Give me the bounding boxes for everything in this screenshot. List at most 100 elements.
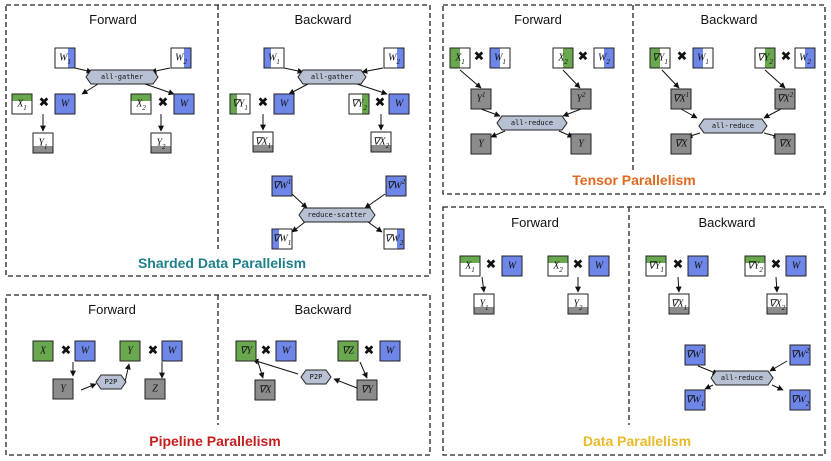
tensor-bwd-w1-box-label: W1 <box>697 53 709 67</box>
pipeline-bwd-dy-box-label: ∇Y <box>240 346 254 357</box>
data-fwd-y2-box: Y2 <box>567 293 589 315</box>
data-forward-header: Forward <box>511 215 559 230</box>
sharded-bwd-dw1-box: ∇W1 <box>271 228 293 250</box>
sharded-bwd-w-right-box: W <box>388 93 410 115</box>
data-title: Data Parallelism <box>583 433 691 449</box>
data-bwd-all-reduce-label: all-reduce <box>721 374 763 382</box>
sharded-bwd-dw2-sup-box: ∇W2 <box>385 175 407 197</box>
pipeline-bwd-p2p-label: P2P <box>310 373 323 381</box>
sharded-fwd-x2-box: X2 <box>130 93 152 115</box>
pipeline-bwd-w-box-label: W <box>282 346 292 357</box>
tensor-bwd-dy1-box: ∇Y1 <box>649 47 671 69</box>
sharded-bwd-w1-box: W1 <box>263 47 285 69</box>
data-fwd-y2-box-label: Y2 <box>573 299 583 313</box>
data-bwd-dy1-box-label: ∇Y1 <box>648 261 664 275</box>
pipeline-panel <box>5 294 431 456</box>
data-bwd-dw1-sup-box-label: ∇W1 <box>686 347 705 361</box>
data-bwd-dy2-box: ∇Y2 <box>744 255 766 277</box>
sharded-fwd-w-right-box: W <box>173 93 195 115</box>
sharded-bwd-dy2-box-label: ∇Y2 <box>351 99 367 113</box>
pipeline-bwd-dy2-box-label: ∇Y <box>361 385 375 396</box>
data-panel <box>442 206 826 456</box>
data-fwd-x1-box: X1 <box>459 255 481 277</box>
pipeline-bwd-dy-box: ∇Y <box>235 340 257 362</box>
pipeline-bwd-dy2-box: ∇Y <box>356 379 378 401</box>
tensor-bwd-mul-2: ✖ <box>781 50 792 65</box>
pipeline-title: Pipeline Parallelism <box>149 433 281 449</box>
data-bwd-dw1-box: ∇W1 <box>684 389 706 411</box>
tensor-fwd-all-reduce-label: all-reduce <box>511 119 553 127</box>
sharded-fwd-x2-box-label: X2 <box>135 99 146 113</box>
sharded-bwd-dy1-box-label: ∇Y1 <box>232 99 248 113</box>
sharded-fwd-w-left-box-label: W <box>61 99 71 110</box>
tensor-bwd-dy1-box-label: ∇Y1 <box>652 53 668 67</box>
data-bwd-dy2-box-label: ∇Y2 <box>747 261 763 275</box>
sharded-fwd-all-gather: all-gather <box>85 69 159 85</box>
tensor-forward-header: Forward <box>514 12 562 27</box>
sharded-fwd-w1-box-label: W1 <box>59 53 71 67</box>
tensor-bwd-all-reduce-label: all-reduce <box>712 122 754 130</box>
pipeline-fwd-w-box-label: W <box>81 346 91 357</box>
pipeline-bwd-p2p: P2P <box>300 369 332 385</box>
tensor-fwd-y1-box-label: Y1 <box>476 91 485 105</box>
data-bwd-dx1-box-label: ∇X1 <box>671 299 687 313</box>
tensor-title: Tensor Parallelism <box>572 172 695 188</box>
tensor-bwd-dx-left-box: ∇X <box>670 133 692 155</box>
data-fwd-x2-box: X2 <box>547 255 569 277</box>
sharded-bwd-all-gather-label: all-gather <box>311 73 353 81</box>
sharded-fwd-x1-box-label: X1 <box>16 99 27 113</box>
data-bwd-w-left-box-label: W <box>694 261 704 272</box>
pipeline-fwd-z-box: Z <box>144 378 166 400</box>
tensor-fwd-x2-box-label: X2 <box>557 53 568 67</box>
data-fwd-x2-box-label: X2 <box>552 261 563 275</box>
pipeline-fwd-y-box: Y <box>52 378 74 400</box>
sharded-fwd-y1-box: Y1 <box>32 132 54 154</box>
sharded-title: Sharded Data Parallelism <box>138 255 306 271</box>
sharded-fwd-y2-box-label: Y2 <box>156 138 166 152</box>
sharded-forward-header: Forward <box>89 12 137 27</box>
sharded-fwd-x1-box: X1 <box>11 93 33 115</box>
tensor-fwd-y-right-box-label: Y <box>578 139 585 150</box>
data-bwd-dw2-box-label: ∇W2 <box>791 395 810 409</box>
data-bwd-w-left-box: W <box>687 255 709 277</box>
tensor-bwd-dx-left-box-label: ∇X <box>675 139 689 150</box>
data-bwd-dy1-box: ∇Y1 <box>645 255 667 277</box>
data-bwd-all-reduce: all-reduce <box>710 370 774 386</box>
data-bwd-mul-1: ✖ <box>673 258 684 273</box>
sharded-bwd-dw1-box-label: ∇W1 <box>273 234 292 248</box>
data-bwd-dx1-box: ∇X1 <box>668 293 690 315</box>
data-fwd-y1-box: Y1 <box>473 293 495 315</box>
data-bwd-dw1-sup-box: ∇W1 <box>684 344 706 366</box>
pipeline-fwd-z-box-label: Z <box>152 384 158 395</box>
tensor-fwd-y1-box: Y1 <box>470 88 492 110</box>
sharded-bwd-dw1-sup-box: ∇W1 <box>271 175 293 197</box>
data-bwd-dw2-sup-box-label: ∇W2 <box>791 347 810 361</box>
tensor-fwd-x1-box-label: X1 <box>454 53 465 67</box>
pipeline-fwd-w2-box-label: W <box>168 346 178 357</box>
tensor-fwd-w1-box: W1 <box>489 47 511 69</box>
sharded-fwd-mul-2: ✖ <box>158 96 169 111</box>
data-fwd-w-right-box-label: W <box>595 261 605 272</box>
pipeline-fwd-x-box-label: X <box>39 346 47 357</box>
tensor-panel <box>442 4 826 195</box>
tensor-bwd-all-reduce: all-reduce <box>698 118 768 134</box>
pipeline-bwd-dx-box-label: ∇X <box>259 385 273 396</box>
pipeline-fwd-y-box-label: Y <box>60 384 67 395</box>
tensor-fwd-y2-box: Y2 <box>570 88 592 110</box>
pipeline-forward-header: Forward <box>88 302 136 317</box>
tensor-fwd-y-left-box: Y <box>470 133 492 155</box>
sharded-bwd-w-right-box-label: W <box>395 99 405 110</box>
pipeline-bwd-w2-box-label: W <box>386 346 396 357</box>
pipeline-bwd-dx-box: ∇X <box>254 379 276 401</box>
data-fwd-mul-2: ✖ <box>573 258 584 273</box>
tensor-bwd-dx2-box: ∇X2 <box>774 88 796 110</box>
tensor-bwd-dx1-box: ∇X1 <box>670 88 692 110</box>
tensor-bwd-w2-box: W2 <box>794 47 816 69</box>
pipeline-backward-header: Backward <box>294 302 351 317</box>
tensor-fwd-x1-box: X1 <box>449 47 471 69</box>
sharded-bwd-dx1-box: ∇X1 <box>252 131 274 153</box>
tensor-fwd-y-right-box: Y <box>570 133 592 155</box>
tensor-bwd-dx2-box-label: ∇X2 <box>777 91 794 105</box>
pipeline-fwd-p2p-label: P2P <box>105 378 118 386</box>
